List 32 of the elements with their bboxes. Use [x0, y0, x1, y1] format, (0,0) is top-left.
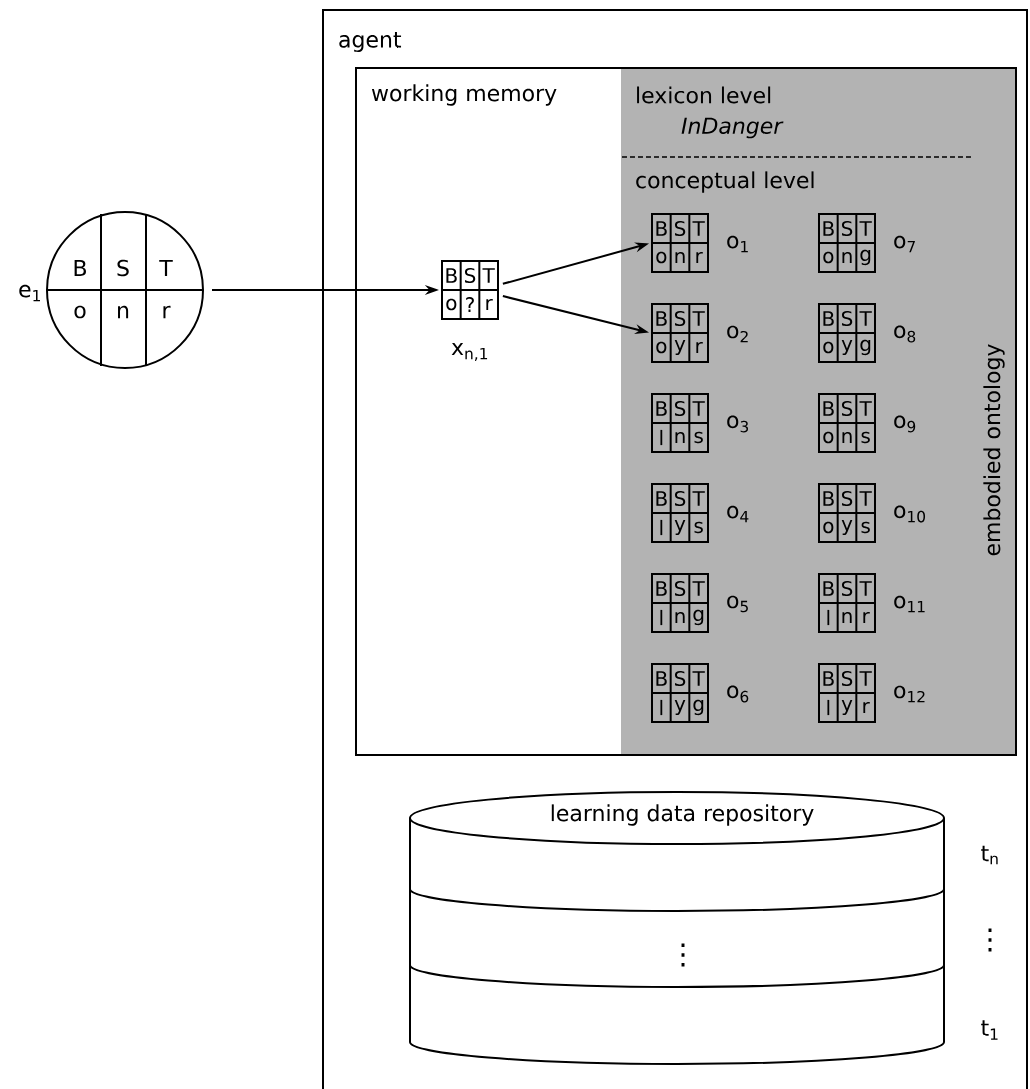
- attribute-grid: B S T o y s: [818, 483, 876, 543]
- subscript-label: t$_{n}$: [981, 845, 998, 865]
- attribute-grid: B S T o y r: [651, 303, 709, 363]
- attribute-grid: B S T o n g: [818, 213, 876, 273]
- attribute-grid: B S T l y r: [818, 663, 876, 723]
- subscript-label: o$_{1}$: [727, 235, 748, 253]
- subscript-label: t$_{1}$: [981, 1020, 998, 1040]
- attribute-grid: B S T o ? r: [441, 260, 499, 320]
- node-label: ⋮: [681, 943, 685, 967]
- subscript-label: x$_{n,1}$: [451, 343, 488, 361]
- subscript-label: o$_{10}$: [894, 505, 926, 523]
- attribute-grid: B S T l n s: [651, 393, 709, 453]
- subscript-label: o$_{5}$: [727, 595, 748, 613]
- attribute-grid: B S T l n g: [651, 573, 709, 633]
- subscript-label: o$_{11}$: [894, 595, 925, 613]
- ellipsis-dots: ⋮: [988, 928, 992, 952]
- subscript-label: o$_{6}$: [727, 685, 749, 703]
- database-cylinder: learning data repository ⋮: [409, 791, 945, 1065]
- attribute-grid: B S T o n r: [651, 213, 709, 273]
- subscript-label: o$_{7}$: [894, 235, 915, 253]
- subscript-label: e$_{1}$: [19, 284, 40, 302]
- attribute-grid: B S T o n s: [818, 393, 876, 453]
- subscript-label: o$_{3}$: [727, 415, 748, 433]
- attribute-grid: B S T l n r: [818, 573, 876, 633]
- subscript-label: o$_{2}$: [727, 325, 748, 343]
- subscript-label: o$_{9}$: [894, 415, 916, 433]
- subscript-label: o$_{4}$: [727, 505, 749, 523]
- attribute-grid: B S T l y s: [651, 483, 709, 543]
- subscript-label: o$_{12}$: [894, 685, 925, 703]
- subscript-label: o$_{8}$: [894, 325, 916, 343]
- attribute-grid: B S T l y g: [651, 663, 709, 723]
- attribute-grid: B S T o y g: [818, 303, 876, 363]
